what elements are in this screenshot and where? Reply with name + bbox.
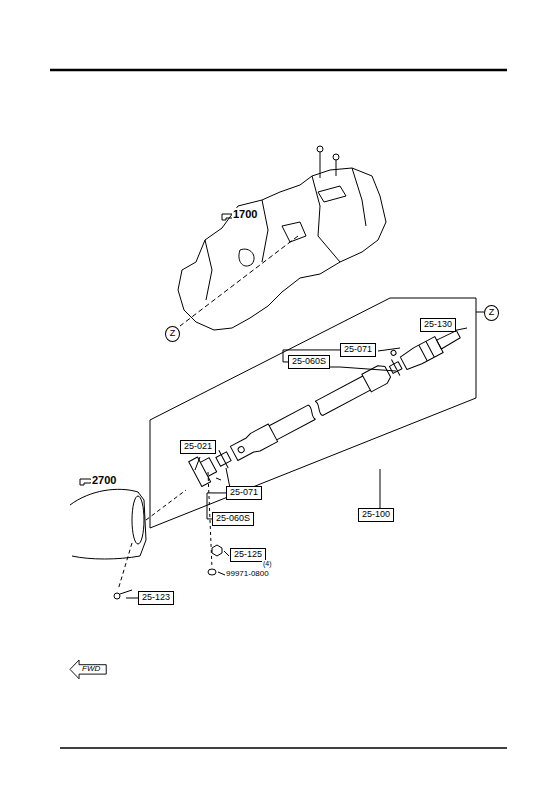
assembly-frame xyxy=(150,298,476,528)
part-number: 25-125 xyxy=(234,550,262,560)
reference-letter: Z xyxy=(487,308,496,318)
group-number: 2700 xyxy=(91,474,117,486)
reference-circle: Z xyxy=(165,326,180,342)
reference-letter: Z xyxy=(168,329,177,339)
z-leader xyxy=(476,312,484,313)
group-number: 1700 xyxy=(232,208,258,220)
part-number: FWD xyxy=(82,665,100,674)
part-number: 25-021 xyxy=(184,442,212,452)
companion-flange xyxy=(132,496,144,544)
part-number-box: 25-125 xyxy=(230,548,266,562)
part-number-box: 25-060S xyxy=(288,355,330,369)
part-label: 99971-0800 xyxy=(225,569,270,578)
leader-line xyxy=(126,328,467,598)
bottom-rule xyxy=(60,747,507,749)
part-number-box: 25-100 xyxy=(358,508,394,522)
top-rule xyxy=(50,69,507,72)
transmission xyxy=(178,146,386,330)
propeller-shaft xyxy=(188,320,465,487)
reference-circle: Z xyxy=(484,305,499,321)
part-label: (4) xyxy=(262,560,273,567)
part-number-box: 25-071 xyxy=(226,486,262,500)
part-number-box: 25-060S xyxy=(212,512,254,526)
arrow-outline xyxy=(70,660,106,679)
part-number-box: 25-071 xyxy=(340,343,376,357)
part-number: 25-060S xyxy=(216,514,250,524)
nut xyxy=(212,545,222,556)
part-number-box: 25-130 xyxy=(420,318,456,332)
part-number: 25-060S xyxy=(292,357,326,367)
part-number-box: 25-021 xyxy=(180,440,216,454)
differential-housing xyxy=(70,489,146,559)
direction-arrow: FWD xyxy=(70,660,106,679)
part-number: 25-071 xyxy=(230,488,258,498)
part-number: 25-100 xyxy=(362,510,390,520)
part-number: 25-123 xyxy=(142,593,170,603)
part-number: 25-130 xyxy=(424,320,452,330)
part-number: 25-071 xyxy=(344,345,372,355)
part-number-box: 25-123 xyxy=(138,591,174,605)
